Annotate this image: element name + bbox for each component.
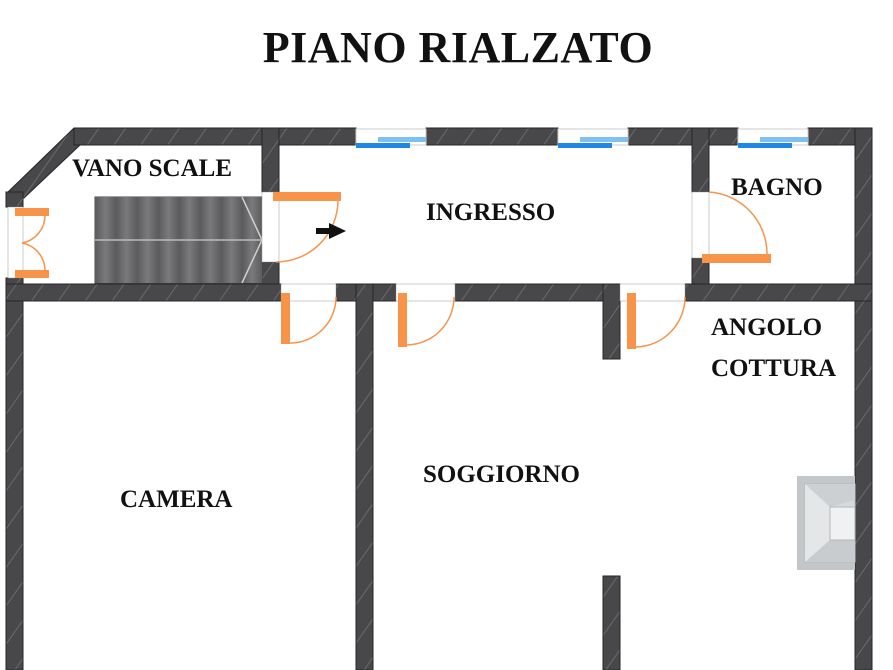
room-label-angolo-cottura-line2: COTTURA bbox=[711, 355, 837, 382]
door-camera bbox=[280, 283, 337, 344]
staircase bbox=[94, 196, 263, 284]
room-label-soggiorno: SOGGIORNO bbox=[423, 461, 580, 488]
wall-stub-soggiorno bbox=[602, 575, 621, 670]
fireplace-icon bbox=[797, 476, 856, 570]
wall-middle bbox=[684, 283, 873, 302]
door-vano-scale-exterior bbox=[7, 206, 49, 279]
door-bagno bbox=[691, 191, 771, 263]
wall-left bbox=[5, 277, 24, 670]
door-ingresso bbox=[261, 191, 341, 263]
wall-middle bbox=[454, 283, 612, 302]
wall-stair-ingresso bbox=[261, 127, 280, 193]
window-bagno bbox=[737, 128, 809, 148]
wall-top bbox=[73, 127, 357, 146]
wall-middle bbox=[5, 283, 282, 302]
entrance-arrow-icon bbox=[316, 223, 346, 239]
wall-right bbox=[854, 127, 873, 670]
doors bbox=[7, 191, 771, 349]
windows bbox=[355, 128, 809, 148]
room-label-angolo-cottura-line1: ANGOLO bbox=[711, 314, 823, 341]
room-label-camera: CAMERA bbox=[120, 486, 233, 513]
room-label-bagno: BAGNO bbox=[731, 174, 823, 201]
wall-camera-soggiorno bbox=[355, 283, 374, 670]
walls bbox=[5, 127, 873, 670]
window-ingresso-left bbox=[355, 128, 427, 148]
wall-top bbox=[627, 127, 739, 146]
door-angolo-cottura bbox=[619, 283, 686, 349]
wall-top-left-diagonal bbox=[7, 127, 81, 199]
door-soggiorno bbox=[395, 283, 456, 347]
room-label-vano-scale: VANO SCALE bbox=[72, 155, 232, 182]
wall-ingresso-bagno bbox=[691, 127, 710, 193]
room-label-ingresso: INGRESSO bbox=[426, 199, 556, 226]
page-title: PIANO RIALZATO bbox=[262, 23, 654, 72]
wall-left bbox=[5, 191, 24, 208]
wall-top bbox=[425, 127, 559, 146]
wall-stub-cottura bbox=[602, 283, 621, 360]
window-ingresso-right bbox=[557, 128, 629, 148]
